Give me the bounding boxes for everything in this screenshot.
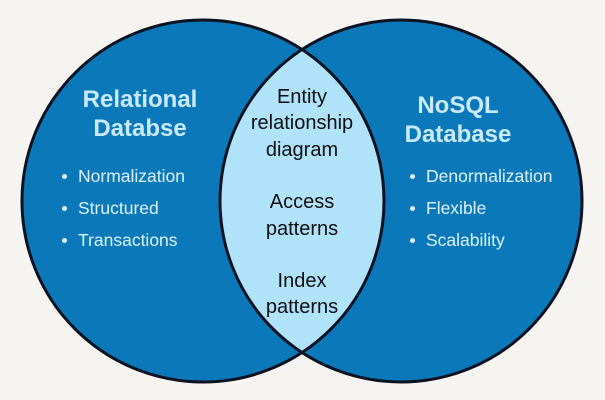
right-circle-outline [218, 18, 584, 384]
overlap-region [220, 20, 384, 382]
left-circle-outline [20, 18, 386, 384]
